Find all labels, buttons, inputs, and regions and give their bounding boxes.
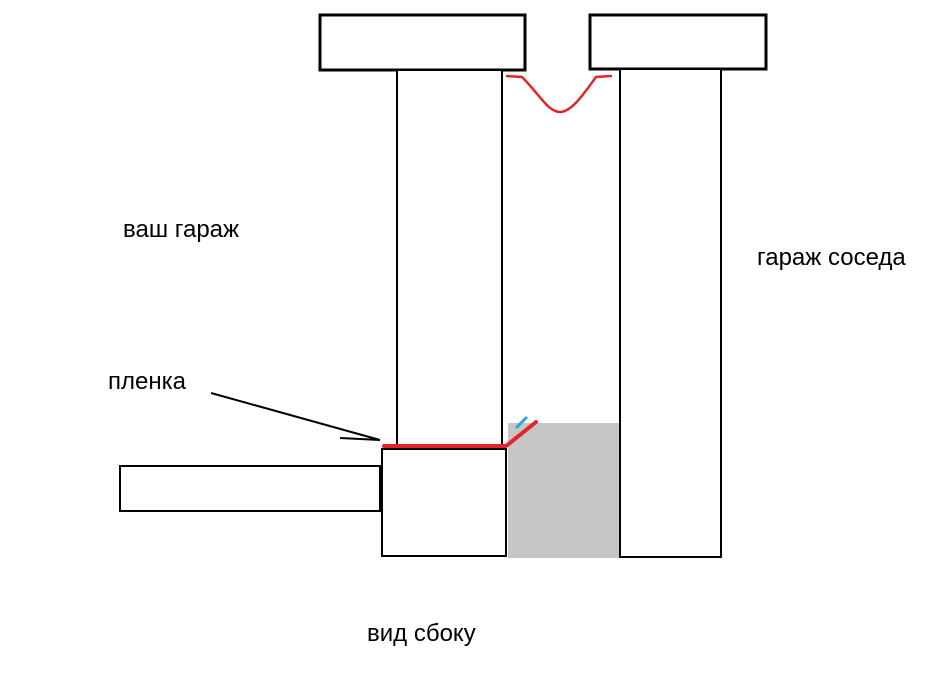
label-your-garage: ваш гараж: [123, 216, 239, 243]
base-film: [382, 420, 538, 448]
label-neighbor-garage: гараж соседа: [757, 244, 906, 271]
gap-fill: [508, 423, 620, 558]
film-pointer-arrowhead: [339, 437, 381, 441]
label-film: пленка: [108, 368, 187, 395]
foundation-block: [381, 448, 507, 557]
right-roof-slab: [588, 13, 768, 71]
roof-gap-film: [505, 74, 613, 114]
label-side-view: вид сбоку: [367, 620, 476, 647]
left-roof-slab: [318, 13, 527, 72]
blue-accent-mark: [515, 416, 528, 429]
film-pointer-arrow: [210, 392, 381, 441]
floor-slab: [119, 465, 381, 512]
right-wall: [619, 68, 722, 558]
left-wall: [396, 69, 503, 448]
